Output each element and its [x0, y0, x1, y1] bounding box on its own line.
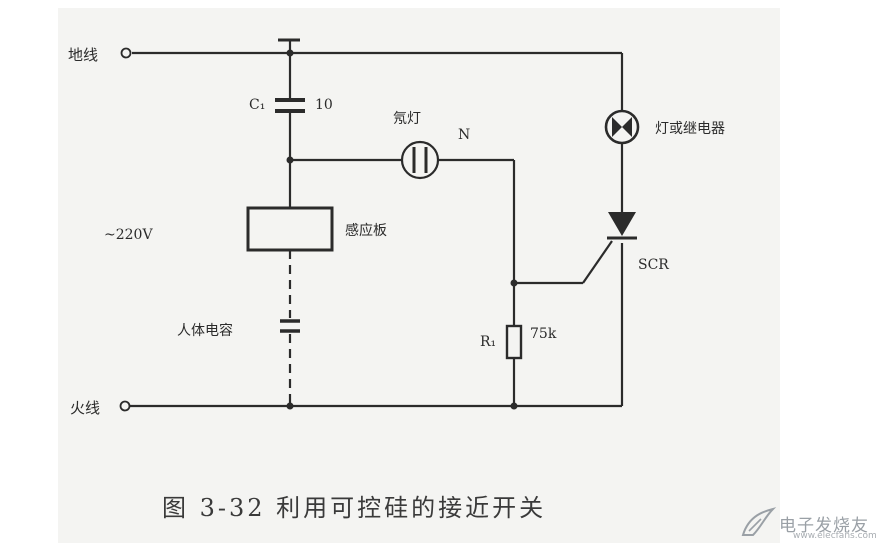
- junction-dot: [286, 49, 294, 57]
- figure-caption: 图 3-32 利用可控硅的接近开关: [162, 494, 547, 522]
- capacitor-name-label: C₁: [249, 97, 266, 113]
- resistor-name-label: R₁: [480, 334, 497, 350]
- neon-lamp-label: 氖灯: [393, 111, 421, 127]
- lamp-relay-label: 灯或继电器: [655, 121, 725, 137]
- ground-line-label: 地线: [68, 46, 99, 64]
- junction-dot: [286, 402, 294, 410]
- watermark-icon: [741, 507, 777, 536]
- neon-lamp: [400, 140, 440, 180]
- ground-terminal: [120, 47, 132, 59]
- junction-dot: [510, 279, 518, 287]
- figure-panel: [58, 8, 780, 543]
- lamp-cross-right: [622, 117, 632, 137]
- body-capacitance-label: 人体电容: [177, 323, 233, 339]
- watermark-logo: 电子发烧友 www.elecfans.com: [735, 503, 877, 545]
- junction-dot: [286, 156, 294, 164]
- watermark-url: www.elecfans.com: [793, 531, 877, 541]
- voltage-label: ~220V: [104, 227, 153, 243]
- resistor-r1: [505, 324, 523, 360]
- junction-dot: [510, 402, 518, 410]
- sensor-plate: [246, 206, 334, 252]
- capacitor-value-label: 10: [315, 97, 333, 113]
- live-terminal: [119, 400, 131, 412]
- scr-gate-wire-diag: [582, 240, 613, 284]
- neon-symbol-label: N: [458, 127, 471, 143]
- scr-label: SCR: [638, 257, 669, 273]
- scr-triangle: [608, 212, 636, 236]
- sensor-plate-label: 感应板: [345, 223, 387, 239]
- live-line-label: 火线: [70, 399, 101, 417]
- watermark-text: 电子发烧友: [779, 516, 869, 536]
- lamp-cross-left: [612, 117, 622, 137]
- resistor-value-label: 75k: [530, 326, 557, 342]
